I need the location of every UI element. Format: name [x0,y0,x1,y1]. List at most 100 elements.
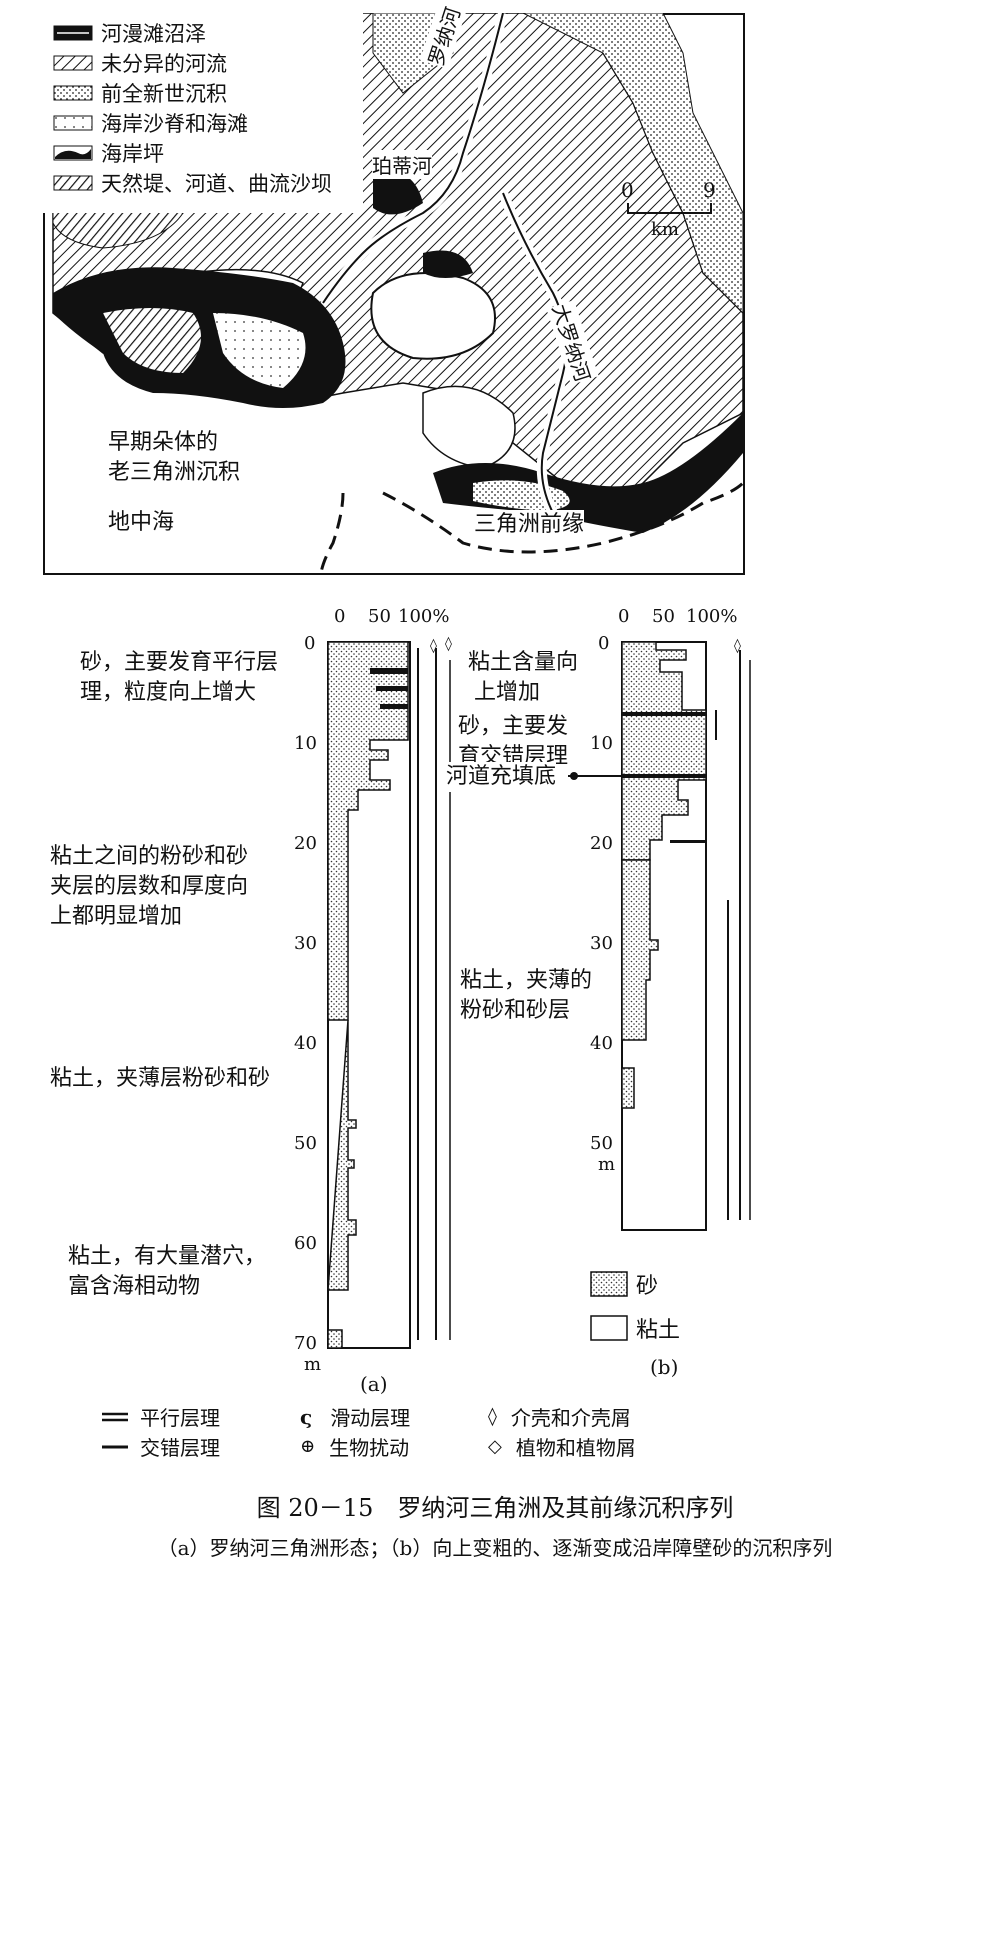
b-axis-100: 100% [686,606,737,627]
sand-swatch [590,1271,628,1297]
cross-bedding-icon [102,1445,128,1448]
river-label-petit: 珀蒂河 [372,150,432,179]
a-note-1-line1: 砂，主要发育平行层 [80,650,279,675]
legend-slump: ς 滑动层理 [300,1402,410,1431]
legend-parallel-label: 平行层理 [140,1406,220,1430]
hatch-swatch [53,55,93,71]
dense-hatch-swatch [53,175,93,191]
terrace-swatch [53,145,93,161]
column-b-chart: 0 50 100% 0 10 20 30 40 50 m ◊ [590,606,751,1231]
sand-clay-legend: 砂 粘土 [590,1268,710,1348]
sea-label: 地中海 [108,510,175,535]
a-depth-60: 60 [294,1233,317,1254]
b-depth-unit: m [598,1154,615,1175]
b-sand-profile [621,641,707,861]
svg-text:◊: ◊ [445,636,452,652]
scale-end: 9 [703,178,716,202]
legend-parallel: 平行层理 [100,1402,220,1431]
a-axis-100: 100% [398,606,449,627]
a-depth-30: 30 [294,933,317,954]
b-depth-30: 30 [590,933,613,954]
b-depth-0: 0 [598,633,609,654]
legend-label: 未分异的河流 [101,52,227,76]
a-note-4-line1: 粘土，有大量潜穴， [68,1244,267,1269]
clay-swatch [590,1315,628,1341]
a-depth-unit: m [304,1354,321,1375]
slump-bedding-icon: ς [300,1404,313,1429]
legend-label: 前全新世沉积 [101,82,227,106]
delta-front-label: 三角洲前缘 [474,510,585,540]
legend-sand-label: 砂 [636,1274,659,1299]
legend-row-pre-holocene: 前全新世沉积 [53,79,227,107]
b-axis-50: 50 [652,606,675,627]
scale-bar [627,203,712,214]
legend-shell-label: 介壳和介壳屑 [510,1406,631,1430]
legend-plant-label: 植物和植物屑 [515,1436,636,1460]
column-a-chart: 0 50 100% 0 10 20 30 40 50 60 70 m ◊ ◊ [294,606,452,1375]
a-depth-0: 0 [304,633,315,654]
legend-plant: ◇ 植物和植物屑 [488,1432,636,1461]
a-note-2-line3: 上都明显增加 [50,904,183,929]
a-caption: (a) [360,1372,388,1396]
legend-bioturb-label: 生物扰动 [329,1436,410,1460]
scale-unit: km [651,219,679,240]
b-note-2-line1: 砂，主要发 [458,714,569,739]
old-delta-label-2: 老三角洲沉积 [108,460,241,485]
a-sand-profile [327,641,409,1021]
legend-label: 海岸沙脊和海滩 [101,112,248,136]
legend-cross: 交错层理 [100,1432,220,1461]
plant-icon: ◇ [488,1436,502,1457]
marsh-swatch [53,25,93,41]
a-depth-70: 70 [294,1333,317,1354]
b-depth-ticks: 0 10 20 30 40 50 m [590,633,615,1175]
a-depth-10: 10 [294,733,317,754]
legend-bioturb: ⊕ 生物扰动 [300,1432,409,1461]
b-note-4-line2: 粉砂和砂层 [460,998,571,1023]
channel-base-arrow [568,772,624,780]
legend-label: 河漫滩沼泽 [101,22,206,46]
legend-shell: ◊ 介壳和介壳屑 [488,1402,631,1431]
b-note-1-line2: 上增加 [474,680,541,705]
scale-start: 0 [621,178,634,202]
symbol-legend: 平行层理 ς 滑动层理 ◊ 介壳和介壳屑 交错层理 ⊕ 生物扰动 ◇ 植物和植物… [100,1402,700,1462]
figure-caption: （a）罗纳河三角洲形态；（b）向上变粗的、逐渐变成沿岸障壁砂的沉积序列 [157,1536,833,1560]
b-depth-20: 20 [590,833,613,854]
b-caption: (b) [650,1355,679,1379]
legend-row-levee: 天然堤、河道、曲流沙坝 [53,169,332,197]
legend-label: 海岸坪 [101,142,164,166]
a-axis-50: 50 [368,606,391,627]
legend-row-marsh: 河漫滩沼泽 [53,19,206,47]
parallel-bedding-icon [102,1412,128,1421]
b-note-3-line1: 河道充填底 [446,762,557,792]
sparse-dots-swatch [53,115,93,131]
a-axis-0: 0 [334,606,345,627]
figure-title: 图 20－15 罗纳河三角洲及其前缘沉积序列 [256,1494,734,1522]
a-note-3-line1: 粘土，夹薄层粉砂和砂 [50,1066,271,1091]
legend-row-beach-ridge: 海岸沙脊和海滩 [53,109,248,137]
delta-map: 0 9 km [43,11,745,575]
legend-clay: 粘土 [590,1312,680,1344]
svg-text:◊: ◊ [734,638,741,654]
b-note-4-line1: 粘土，夹薄的 [460,968,593,993]
b-axis-0: 0 [618,606,629,627]
legend-label: 天然堤、河道、曲流沙坝 [101,172,332,196]
legend-slump-label: 滑动层理 [330,1406,411,1430]
map-panel: 0 9 km [43,11,745,575]
bioturbation-icon: ⊕ [300,1436,316,1457]
legend-sand: 砂 [590,1268,658,1300]
dots-swatch [53,85,93,101]
a-note-2-line2: 夹层的层数和厚度向 [50,874,249,899]
legend-row-undiff-river: 未分异的河流 [53,49,227,77]
old-delta-label-1: 早期朵体的 [108,430,219,455]
b-note-1-line1: 粘土含量向 [468,650,579,675]
shell-icon: ◊ [488,1406,497,1427]
svg-text:◊: ◊ [430,638,437,654]
b-depth-10: 10 [590,733,613,754]
b-depth-50: 50 [590,1133,613,1154]
legend-row-coastal-terrace: 海岸坪 [53,139,164,167]
a-note-4-line2: 富含海相动物 [68,1274,201,1299]
a-note-1-line2: 理，粒度向上增大 [80,680,257,705]
a-depth-ticks: 0 10 20 30 40 50 60 70 m [294,633,321,1375]
a-depth-40: 40 [294,1033,317,1054]
legend-cross-label: 交错层理 [140,1436,220,1460]
